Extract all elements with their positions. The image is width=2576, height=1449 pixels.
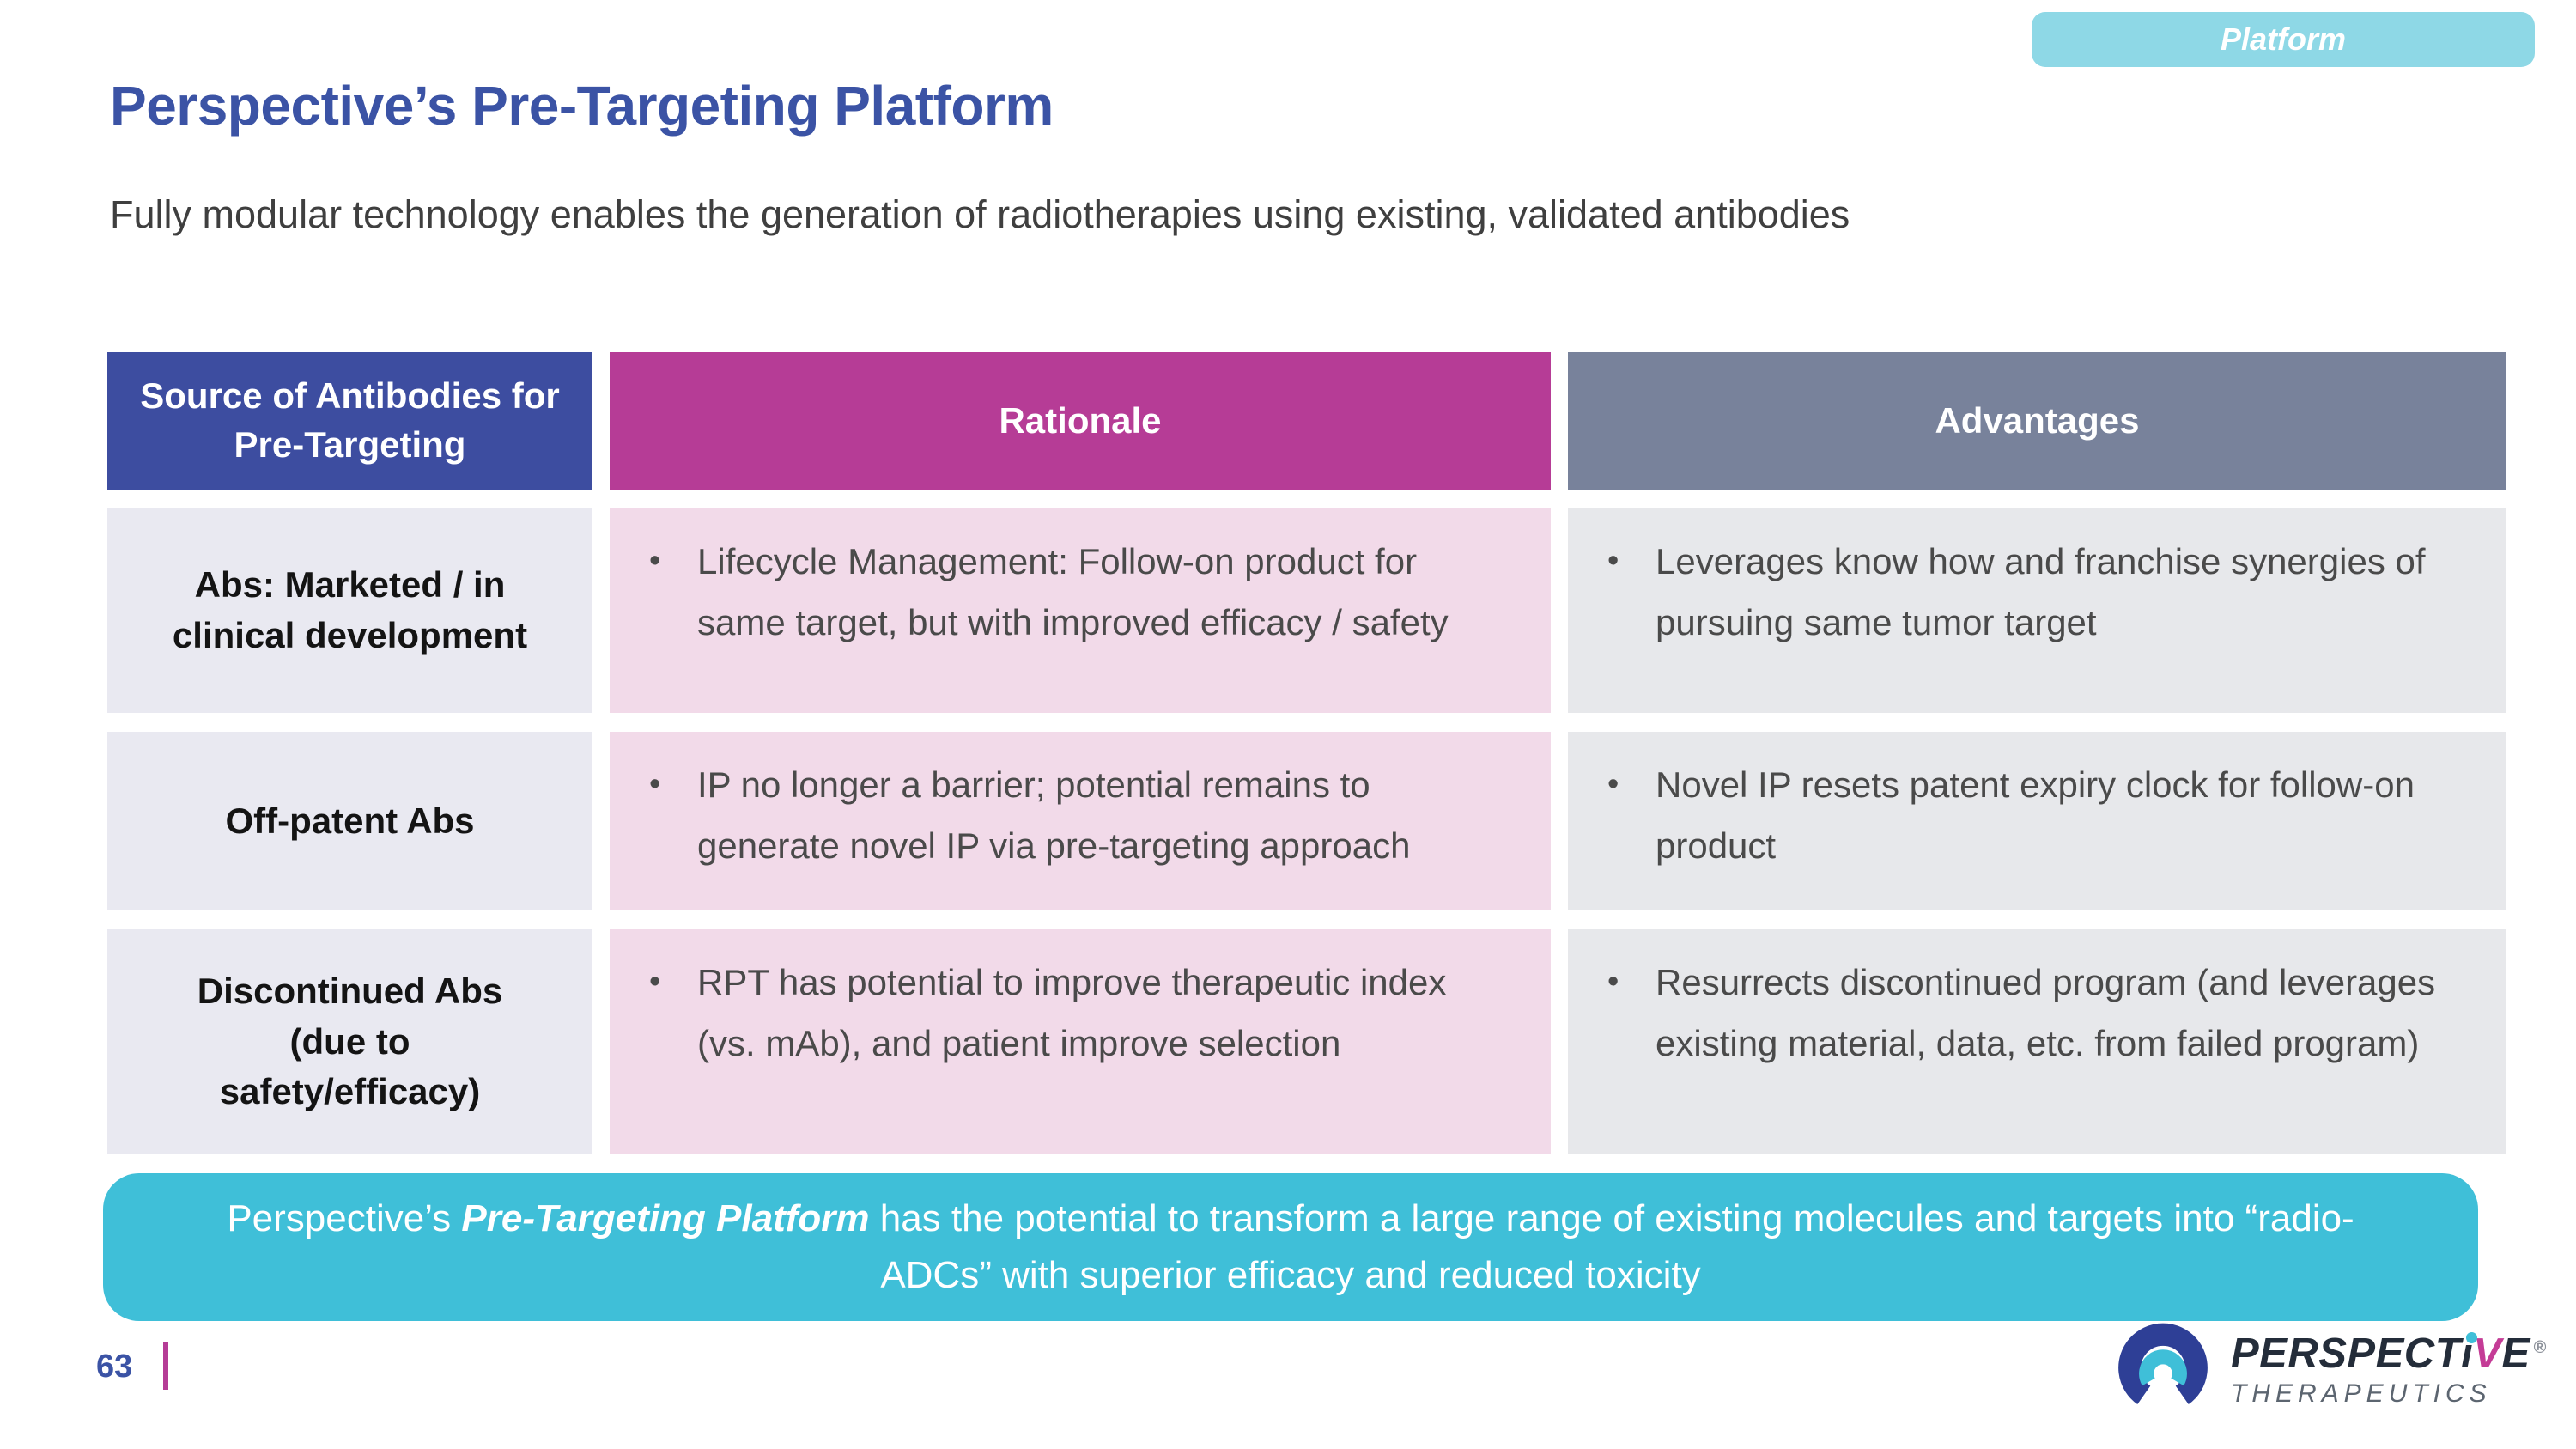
rationale-text: IP no longer a barrier; potential remain… — [697, 764, 1411, 867]
logo-wordmark-line2: THERAPEUTICS — [2231, 1379, 2492, 1408]
page-subtitle: Fully modular technology enables the gen… — [110, 192, 1850, 236]
column-header-rationale: Rationale — [610, 352, 1551, 490]
logo-text-i: i — [2461, 1330, 2478, 1377]
bullet-icon: • — [649, 766, 661, 802]
advantage-cell-discontinued-abs: • Resurrects discontinued program (and l… — [1568, 929, 2506, 1154]
registered-mark: ® — [2533, 1337, 2547, 1357]
rationale-cell-off-patent-abs: • IP no longer a barrier; potential rema… — [610, 732, 1551, 910]
logo-text-e: E — [2501, 1330, 2530, 1377]
advantage-cell-off-patent-abs: • Novel IP resets patent expiry clock fo… — [1568, 732, 2506, 910]
row-label-marketed-abs: Abs: Marketed / in clinical development — [107, 508, 592, 713]
row-label-off-patent-abs: Off-patent Abs — [107, 732, 592, 910]
rationale-text: RPT has potential to improve therapeutic… — [697, 962, 1447, 1064]
perspective-logo-wordmark: PERSPECTiVE® THERAPEUTICS — [2231, 1330, 2547, 1409]
bullet-icon: • — [649, 543, 661, 579]
logo-text-perspect: PERSPECT — [2231, 1330, 2462, 1377]
rationale-cell-discontinued-abs: • RPT has potential to improve therapeut… — [610, 929, 1551, 1154]
bullet-icon: • — [1607, 543, 1619, 579]
platform-badge-label: Platform — [2220, 21, 2347, 57]
bullet-icon: • — [1607, 964, 1619, 1000]
banner-emphasis: Pre-Targeting Platform — [461, 1197, 870, 1239]
row-label-discontinued-abs: Discontinued Abs (due to safety/efficacy… — [107, 929, 592, 1154]
banner-suffix: has the potential to transform a large r… — [869, 1197, 2354, 1296]
bullet-icon: • — [1607, 766, 1619, 802]
logo-text-v: V — [2473, 1330, 2502, 1377]
antibody-sources-table: Source of Antibodies for Pre-Targeting R… — [107, 352, 2506, 1154]
page-number: 63 — [96, 1349, 133, 1385]
logo-wordmark-line1: PERSPECTiVE® — [2231, 1330, 2547, 1378]
rationale-text: Lifecycle Management: Follow-on product … — [697, 541, 1449, 643]
summary-banner-text: Perspective’s Pre-Targeting Platform has… — [180, 1190, 2401, 1304]
page-title: Perspective’s Pre-Targeting Platform — [110, 75, 1054, 137]
advantage-text: Novel IP resets patent expiry clock for … — [1656, 764, 2415, 867]
banner-prefix: Perspective’s — [227, 1197, 462, 1239]
column-header-advantages: Advantages — [1568, 352, 2506, 490]
page-number-divider — [163, 1342, 168, 1390]
advantage-text: Resurrects discontinued program (and lev… — [1656, 962, 2436, 1064]
advantage-text: Leverages know how and franchise synergi… — [1656, 541, 2426, 643]
perspective-logo-icon — [2118, 1323, 2208, 1404]
advantage-cell-marketed-abs: • Leverages know how and franchise syner… — [1568, 508, 2506, 713]
bullet-icon: • — [649, 964, 661, 1000]
column-header-source: Source of Antibodies for Pre-Targeting — [107, 352, 592, 490]
rationale-cell-marketed-abs: • Lifecycle Management: Follow-on produc… — [610, 508, 1551, 713]
platform-badge: Platform — [2032, 12, 2535, 67]
summary-banner: Perspective’s Pre-Targeting Platform has… — [103, 1173, 2478, 1321]
